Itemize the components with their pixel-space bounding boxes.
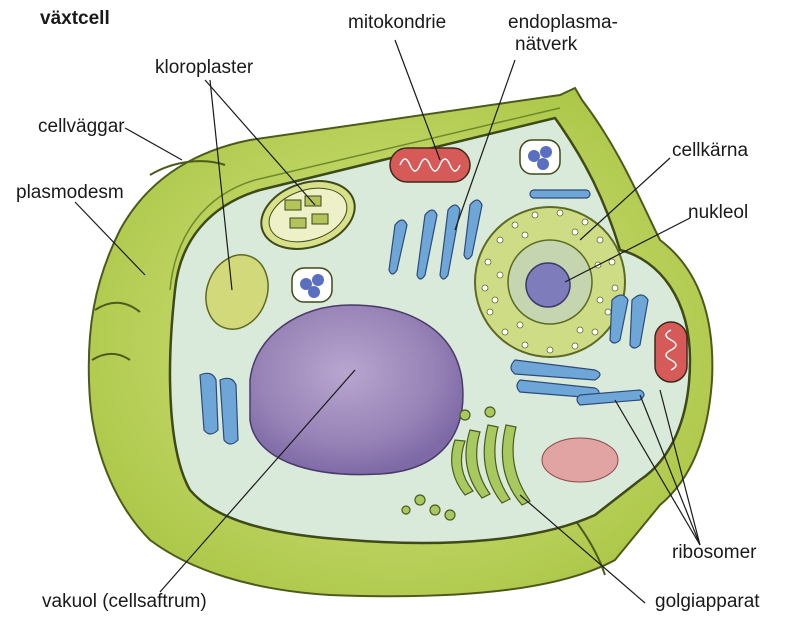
label-golgiapparat: golgiapparat xyxy=(655,591,760,613)
label-kloroplaster: kloroplaster xyxy=(155,57,253,79)
mitochondrion-3 xyxy=(542,438,618,482)
mitochondrion xyxy=(390,148,470,182)
label-plasmodesm: plasmodesm xyxy=(16,182,124,204)
mitochondrion-2 xyxy=(655,322,687,382)
label-vakuol: vakuol (cellsaftrum) xyxy=(42,591,207,613)
microbody-2 xyxy=(520,140,560,174)
nucleolus xyxy=(526,263,570,307)
label-cellvaggar: cellväggar xyxy=(38,116,125,138)
label-endoplasma-line2: nätverk xyxy=(515,34,577,56)
diagram-title: växtcell xyxy=(40,8,110,30)
label-nukleol: nukleol xyxy=(688,202,748,224)
label-cellkarna: cellkärna xyxy=(672,140,748,162)
label-ribosomer: ribosomer xyxy=(672,542,756,564)
label-mitokondrie: mitokondrie xyxy=(348,12,446,34)
vacuole xyxy=(250,305,463,475)
microbody xyxy=(292,268,332,302)
label-endoplasma-line1: endoplasma- xyxy=(508,12,618,34)
